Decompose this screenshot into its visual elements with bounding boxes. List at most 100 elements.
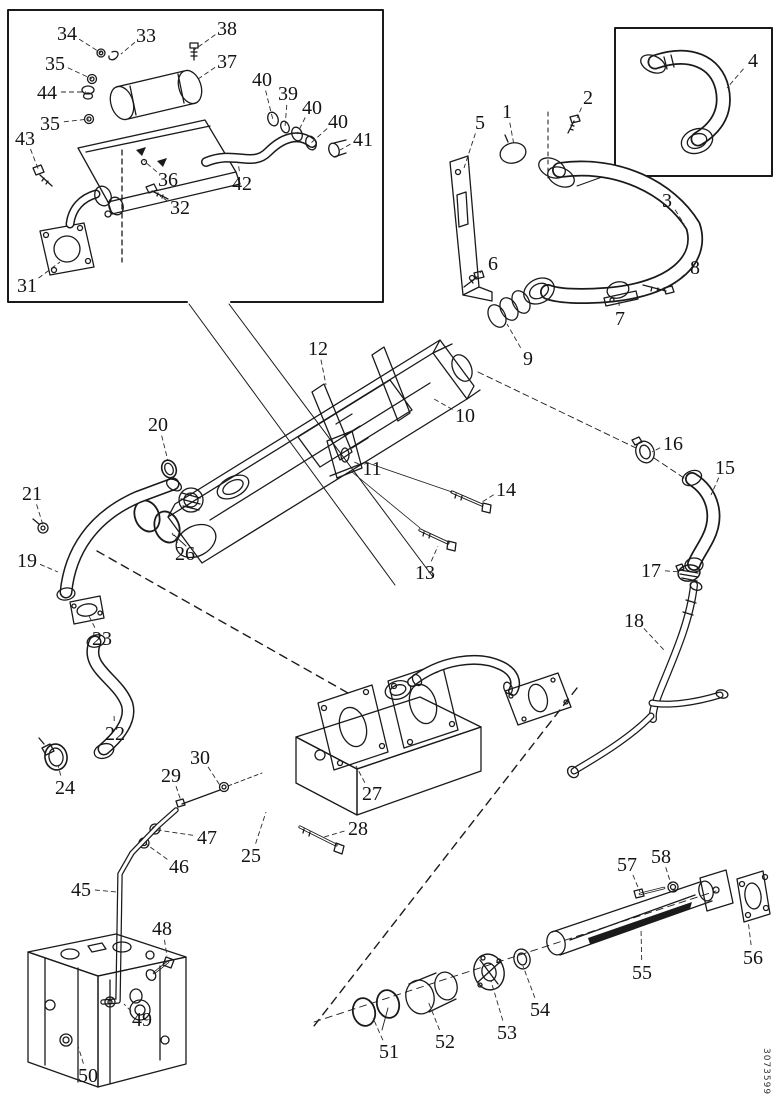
arrow-mark [136, 147, 146, 156]
callout-35: 35 [45, 53, 65, 75]
leader-line-50 [77, 1045, 84, 1064]
callout-58: 58 [651, 846, 671, 868]
clamp-24 [38, 737, 68, 771]
clamp-1 [499, 142, 527, 164]
pipe-18 [566, 581, 729, 779]
callout-49: 49 [132, 1009, 152, 1031]
inset-a-projection-line-2 [228, 303, 434, 578]
manifold-assembly [100, 654, 572, 1008]
clip-33 [108, 50, 119, 61]
leader-line-47 [156, 829, 194, 836]
callout-44: 44 [37, 82, 57, 104]
callout-34: 34 [57, 23, 77, 45]
callout-45: 45 [71, 879, 91, 901]
leader-line-34 [78, 38, 102, 54]
callout-40: 40 [328, 111, 348, 133]
leader-line-13 [430, 545, 439, 562]
callout-31: 31 [17, 275, 37, 297]
bolt-48 [145, 956, 175, 981]
callout-41: 41 [353, 129, 373, 151]
callout-36: 36 [158, 169, 178, 191]
leader-line-6 [479, 270, 483, 274]
callout-13: 13 [415, 562, 435, 584]
leader-line-39 [284, 104, 288, 128]
callout-55: 55 [632, 962, 652, 984]
callout-14: 14 [496, 479, 516, 501]
callout-15: 15 [715, 457, 735, 479]
clamp-40a [267, 111, 279, 127]
leader-line-1 [509, 122, 515, 146]
leader-line-2 [576, 107, 582, 119]
callout-23: 23 [92, 628, 112, 650]
leader-line-40 [310, 128, 328, 144]
seal-20 [160, 459, 178, 479]
callout-48: 48 [152, 918, 172, 940]
cooler-body-10 [167, 339, 481, 564]
leader-line-53 [490, 980, 504, 1021]
inset-b-border [614, 27, 773, 177]
heat-shield [297, 379, 413, 468]
callout-3: 3 [662, 190, 672, 212]
leader-line-14 [481, 494, 494, 503]
leader-line-16 [651, 447, 661, 453]
guide-line-to-16 [477, 371, 694, 485]
water-transfer-tube-group [351, 869, 771, 1031]
leader-line-40 [265, 90, 274, 121]
leader-line-28 [323, 830, 345, 838]
leader-line-41 [339, 143, 351, 151]
callout-38: 38 [217, 18, 237, 40]
bolt-6 [463, 270, 485, 288]
clamp-1-screw [504, 134, 509, 143]
callout-50: 50 [78, 1065, 98, 1087]
leader-line-18 [643, 628, 665, 651]
bracket-tray [77, 119, 241, 263]
hose-4 [640, 49, 731, 155]
leader-line-35 [67, 67, 93, 80]
callout-57: 57 [617, 854, 637, 876]
leader-line-21 [36, 504, 44, 526]
bolt-38 [189, 42, 199, 61]
callout-17: 17 [641, 560, 661, 582]
alignment-dashed-lines [96, 550, 717, 1027]
leader-line-15 [710, 477, 720, 496]
callout-16: 16 [663, 433, 683, 455]
leader-line-40 [296, 117, 306, 135]
callout-21: 21 [22, 483, 42, 505]
arrow-mark [157, 158, 167, 167]
callout-47: 47 [197, 827, 217, 849]
leader-line-26 [171, 532, 178, 544]
bolt-32 [145, 183, 169, 200]
callout-33: 33 [136, 25, 156, 47]
leader-line-42 [237, 161, 240, 172]
clamp-7 [603, 281, 639, 307]
bracket-5 [449, 155, 493, 302]
bolt-2 [547, 111, 581, 179]
clamp-17 [675, 563, 701, 582]
callout-42: 42 [232, 173, 252, 195]
callout-28: 28 [348, 818, 368, 840]
callout-7: 7 [615, 308, 625, 330]
callout-53: 53 [497, 1022, 517, 1044]
bolt-8 [642, 284, 675, 295]
clamp-40b [291, 126, 303, 142]
leader-line-37 [197, 66, 216, 80]
fitting-41-body [333, 139, 347, 158]
callout-26: 26 [175, 543, 195, 565]
leader-line-4 [726, 68, 744, 89]
leader-line-24 [57, 764, 62, 776]
callout-6: 6 [488, 253, 498, 275]
callout-5: 5 [475, 112, 485, 134]
nut-58 [667, 881, 679, 893]
callout-35: 35 [40, 113, 60, 135]
bellows-9 [487, 290, 531, 328]
callout-40: 40 [252, 69, 272, 91]
callout-1: 1 [502, 101, 512, 123]
leader-line-36 [143, 160, 158, 173]
callout-30: 30 [190, 747, 210, 769]
bolt-28 [298, 825, 345, 855]
callout-52: 52 [435, 1031, 455, 1053]
callout-2: 2 [583, 87, 593, 109]
bolt-14 [450, 490, 492, 514]
leader-line-9 [506, 323, 522, 349]
